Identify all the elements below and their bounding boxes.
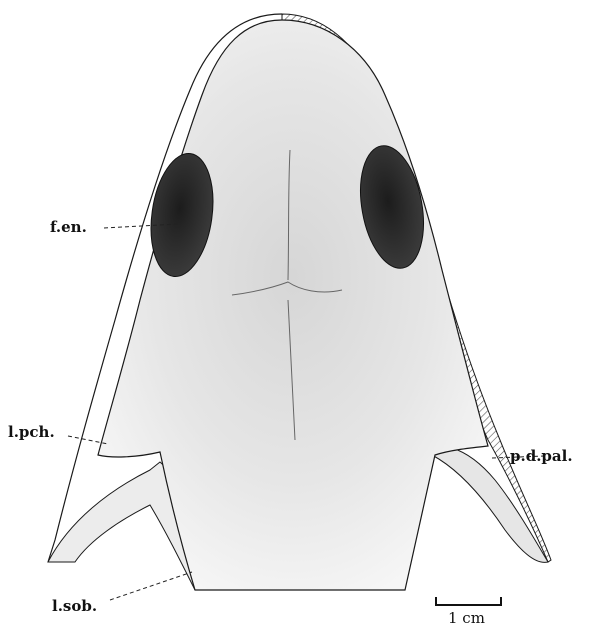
scale-bar: 1 cm xyxy=(436,597,501,625)
label-l-sob: l.sob. xyxy=(52,597,97,615)
scale-bar-label: 1 cm xyxy=(448,609,485,625)
label-f-en: f.en. xyxy=(50,218,87,236)
right-lower-ridge xyxy=(432,448,548,562)
label-l-pch: l.pch. xyxy=(8,423,55,441)
label-p-d-pal: p.d.pal. xyxy=(510,447,573,465)
leader-l-sob xyxy=(110,572,192,600)
